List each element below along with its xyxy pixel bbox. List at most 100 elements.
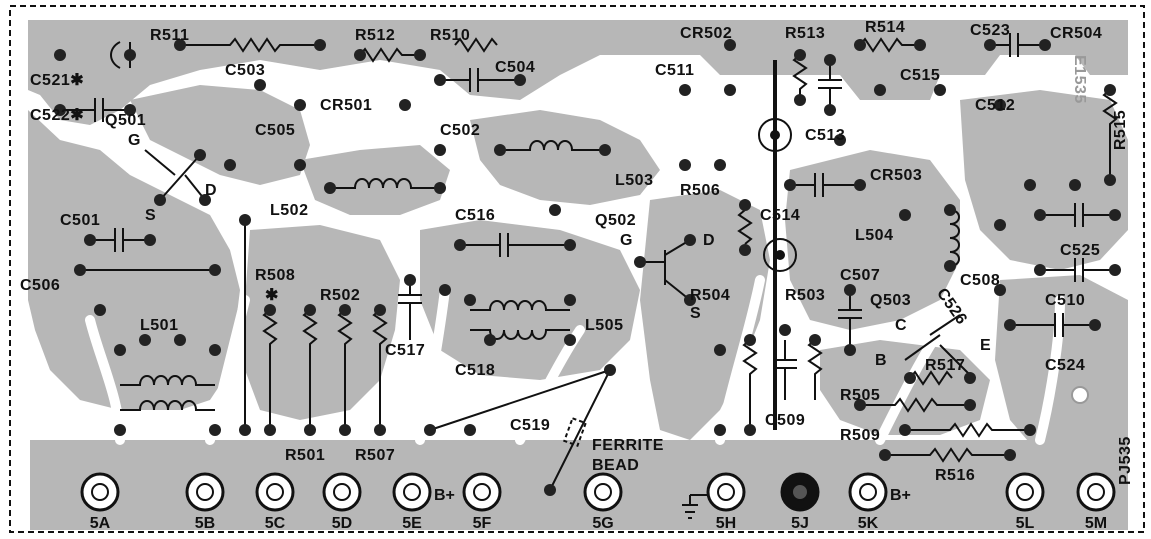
terminal-5l: 5L (1005, 472, 1045, 532)
terminal-label: 5M (1085, 515, 1107, 532)
terminal-5m: 5M (1076, 472, 1116, 532)
pin-q502-s: S (690, 305, 701, 322)
component-symbols (60, 33, 1118, 491)
terminal-extra-label: B+ (890, 487, 911, 504)
label-cr502: CR502 (680, 25, 732, 42)
terminal-label: 5A (90, 515, 111, 532)
pin-q503-c: C (895, 317, 907, 334)
terminal-5k: 5K B+ (848, 472, 911, 532)
pin-q501-g: G (128, 132, 141, 149)
terminal-hole (266, 483, 284, 501)
label-c508: C508 (960, 272, 1000, 289)
label-c524: C524 (1045, 357, 1085, 374)
terminal-5c: 5C (255, 472, 295, 532)
terminal-label: 5K (858, 515, 879, 532)
label-r516: R516 (935, 467, 975, 484)
label-c512: C512 (975, 97, 1015, 114)
pin-q501-d: D (205, 182, 217, 199)
terminal-label: 5L (1016, 515, 1035, 532)
pin-q503-b: B (875, 352, 887, 369)
terminal-label: 5G (592, 515, 613, 532)
label-c518: C518 (455, 362, 495, 379)
label-ferrite-1: FERRITE (592, 437, 664, 454)
label-q501: Q501 (105, 112, 146, 129)
label-q502: Q502 (595, 212, 636, 229)
terminal-hole (1016, 483, 1034, 501)
terminal-hole (791, 483, 809, 501)
label-r509: R509 (840, 427, 880, 444)
label-c521: C521✱ (30, 72, 84, 89)
terminal-5g: 5G (583, 472, 623, 532)
label-r505: R505 (840, 387, 880, 404)
solder-pads (54, 39, 1121, 496)
label-r507: R507 (355, 447, 395, 464)
label-r501: R501 (285, 447, 325, 464)
terminal-5d: 5D (322, 472, 362, 532)
label-c507: C507 (840, 267, 880, 284)
terminal-label: 5H (716, 515, 736, 532)
terminal-hole (717, 483, 735, 501)
terminal-label: 5F (473, 515, 492, 532)
label-r515: R515 (1112, 110, 1129, 150)
terminal-hole (1087, 483, 1105, 501)
terminal-5a: 5A (80, 472, 120, 532)
label-r503: R503 (785, 287, 825, 304)
terminal-hole (196, 483, 214, 501)
copper-traces (28, 20, 1128, 530)
label-c505: C505 (255, 122, 295, 139)
stake-center (763, 238, 797, 272)
label-c514: C514 (760, 207, 800, 224)
label-r510: R510 (430, 27, 470, 44)
component-labels: R511 R512 R510 CR502 R513 R514 C523 CR50… (20, 19, 1102, 484)
label-r506: R506 (680, 182, 720, 199)
label-r513: R513 (785, 25, 825, 42)
label-l501: L501 (140, 317, 178, 334)
board-stamp: E1535 (1071, 55, 1088, 104)
ground-icon (682, 494, 715, 519)
label-c509: C509 (765, 412, 805, 429)
pin-q501-s: S (145, 207, 156, 224)
pin-letters: G D S G D S C E B ✱ (128, 132, 991, 369)
label-cr504: CR504 (1050, 25, 1102, 42)
label-ferrite-2: BEAD (592, 457, 639, 474)
label-c511: C511 (655, 62, 694, 79)
terminal-hole (333, 483, 351, 501)
label-c506: C506 (20, 277, 60, 294)
terminal-5j: 5J (780, 472, 820, 532)
mount-hole (1071, 386, 1089, 404)
pin-q503-e: E (980, 337, 991, 354)
label-cr501: CR501 (320, 97, 372, 114)
terminal-hole (403, 483, 421, 501)
stake-center-dot (775, 250, 785, 260)
label-c502: C502 (440, 122, 480, 139)
terminal-hole (859, 483, 877, 501)
label-cr503: CR503 (870, 167, 922, 184)
terminal-5b: 5B (185, 472, 225, 532)
label-c504: C504 (495, 59, 535, 76)
board-id: PJ535 (1117, 436, 1134, 485)
terminal-hole (473, 483, 491, 501)
stake-5f (758, 118, 792, 152)
label-q503: Q503 (870, 292, 911, 309)
terminal-hole (594, 483, 612, 501)
label-r514: R514 (865, 19, 905, 36)
label-c513: C513 (805, 127, 845, 144)
label-r517: R517 (925, 357, 965, 374)
pin-q502-g: G (620, 232, 633, 249)
stake-5f-center (770, 130, 780, 140)
label-c522: C522✱ (30, 107, 84, 124)
label-l502: L502 (270, 202, 308, 219)
label-r508: R508 (255, 267, 295, 284)
terminal-label: 5B (195, 515, 215, 532)
label-c516: C516 (455, 207, 495, 224)
label-c515: C515 (900, 67, 940, 84)
label-r502: R502 (320, 287, 360, 304)
label-r512: R512 (355, 27, 395, 44)
r508-star: ✱ (265, 287, 279, 304)
terminal-5e: 5EB+ (392, 472, 455, 532)
label-c519: C519 (510, 417, 550, 434)
label-r511: R511 (150, 27, 189, 44)
label-c503: C503 (225, 62, 265, 79)
label-c501: C501 (60, 212, 100, 229)
